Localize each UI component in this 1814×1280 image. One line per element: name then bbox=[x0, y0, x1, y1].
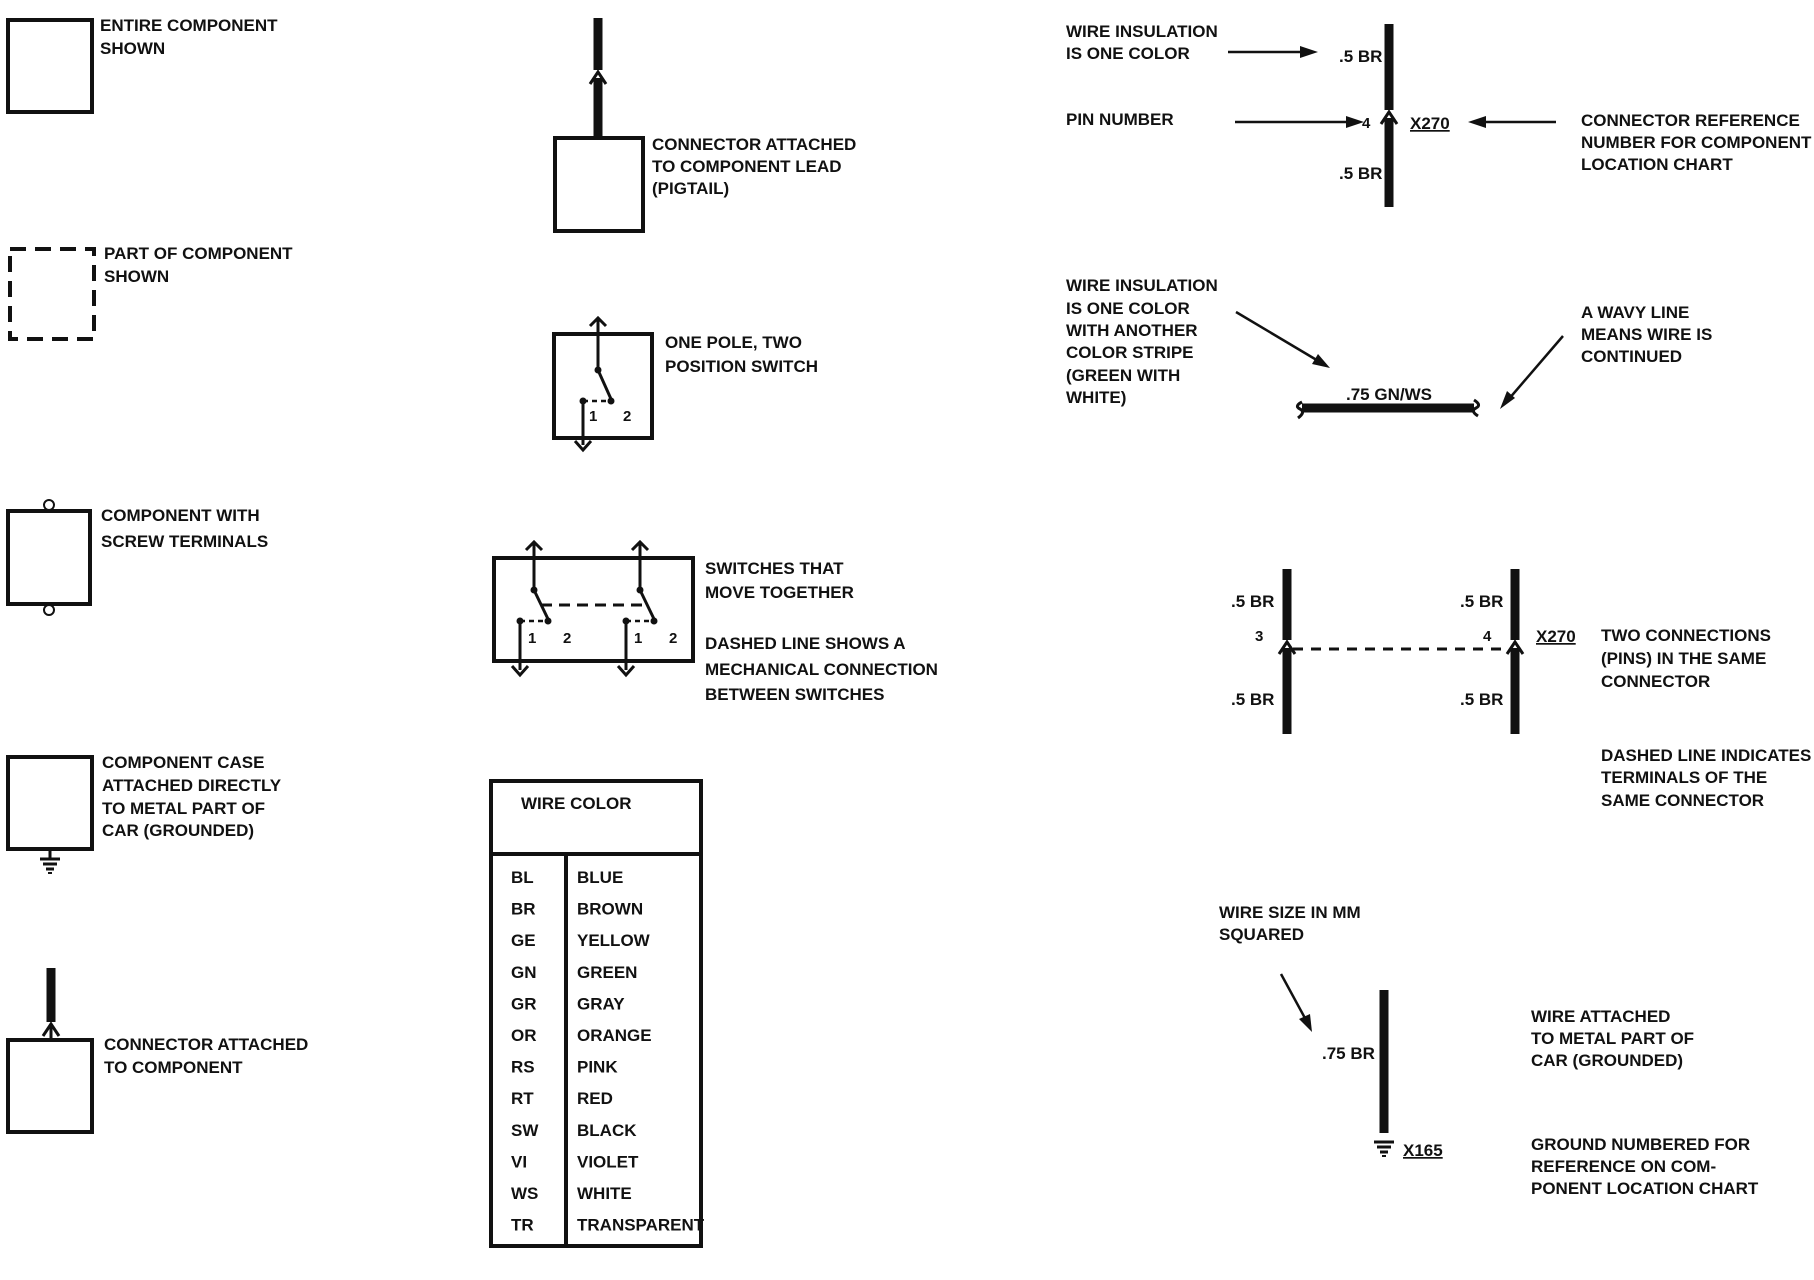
wire-color-code: RT bbox=[511, 1089, 534, 1108]
wire-color-code: VI bbox=[511, 1152, 527, 1171]
screw-terminals-label: COMPONENT WITH SCREW TERMINALS bbox=[101, 506, 268, 551]
insulation-one-color-label: WIRE INSULATION IS ONE COLOR bbox=[1066, 22, 1222, 63]
connector-icon bbox=[616, 665, 636, 678]
pointer-arrows-top bbox=[1228, 46, 1556, 128]
connector-attached-component-symbol bbox=[6, 968, 94, 1134]
switch-blade bbox=[596, 369, 613, 400]
pin-number-label: PIN NUMBER bbox=[1066, 110, 1174, 129]
wire-color-table: WIRE COLOR BL BLUE BR BROWN GE YELLOW GN GREEN G… bbox=[489, 779, 705, 1248]
switch-b-position-2: 2 bbox=[669, 630, 677, 647]
switch-a-position-2: 2 bbox=[563, 630, 571, 647]
switch-b-position-1: 1 bbox=[634, 630, 642, 647]
pigtail-label: CONNECTOR ATTACHED TO COMPONENT LEAD (PI… bbox=[652, 135, 861, 198]
pin-number-4-b: 4 bbox=[1483, 628, 1492, 645]
switches-together-label: SWITCHES THAT MOVE TOGETHER bbox=[705, 559, 854, 602]
wavy-wire-symbol bbox=[1295, 398, 1481, 420]
one-pole-label: ONE POLE, TWO POSITION SWITCH bbox=[665, 333, 818, 376]
entire-component-symbol bbox=[6, 18, 94, 114]
ground-icon bbox=[1374, 1140, 1394, 1157]
wire-spec-gnws: .75 GN/WS bbox=[1346, 385, 1432, 404]
wire-color-name: YELLOW bbox=[577, 931, 651, 950]
switch-a-position-1: 1 bbox=[528, 630, 536, 647]
wire-spec-pin3-bottom: .5 BR bbox=[1231, 690, 1274, 709]
wire-color-name: BROWN bbox=[577, 900, 643, 919]
wire-grounded-label: WIRE ATTACHED TO METAL PART OF CAR (GROU… bbox=[1531, 1007, 1699, 1070]
wire-color-rows: BL BLUE BR BROWN GE YELLOW GN GREEN GR GRAY OR ORAN… bbox=[511, 868, 705, 1235]
grounded-case-component-symbol bbox=[6, 755, 94, 874]
pointer-arrow-wire-size bbox=[1279, 973, 1312, 1032]
wire-color-name: BLACK bbox=[577, 1121, 637, 1140]
wire-color-name: TRANSPARENT bbox=[577, 1216, 705, 1235]
entire-component-label: ENTIRE COMPONENT SHOWN bbox=[100, 16, 282, 58]
connector-icon bbox=[510, 665, 530, 678]
connector-ref-x270-b: X270 bbox=[1536, 627, 1576, 646]
wire-color-name: WHITE bbox=[577, 1184, 632, 1203]
wire-color-code: BL bbox=[511, 868, 534, 887]
connector-icon bbox=[1277, 639, 1297, 655]
wire-color-code: TR bbox=[511, 1216, 534, 1235]
pointer-arrows-middle bbox=[1235, 310, 1564, 409]
wave-icon bbox=[1295, 400, 1305, 420]
part-component-symbol bbox=[8, 247, 96, 341]
dashed-terminals-label: DASHED LINE INDICATES TERMINALS OF THE S… bbox=[1601, 746, 1814, 810]
wire-color-code: OR bbox=[511, 1026, 537, 1045]
connector-reference-label: CONNECTOR REFERENCE NUMBER FOR COMPONENT… bbox=[1581, 111, 1814, 174]
wire-spec-pin3-top: .5 BR bbox=[1231, 592, 1274, 611]
screw-terminal-bottom bbox=[43, 604, 55, 616]
wire-color-name: GRAY bbox=[577, 994, 625, 1013]
two-connections-label: TWO CONNECTIONS (PINS) IN THE SAME CONNE… bbox=[1601, 626, 1776, 691]
wire-color-name: ORANGE bbox=[577, 1026, 652, 1045]
connector-ref-x270: X270 bbox=[1410, 114, 1450, 133]
wire-spec-75br: .75 BR bbox=[1322, 1044, 1375, 1063]
connector-icon bbox=[1379, 109, 1399, 125]
connector-icon bbox=[630, 539, 650, 552]
grounded-wire-symbol bbox=[1374, 990, 1394, 1157]
wire-color-name: GREEN bbox=[577, 963, 637, 982]
wire-color-name: RED bbox=[577, 1089, 613, 1108]
wire-color-name: VIOLET bbox=[577, 1152, 639, 1171]
wire-color-name: PINK bbox=[577, 1058, 618, 1077]
wire-color-code: SW bbox=[511, 1121, 539, 1140]
switch-position-2: 2 bbox=[623, 408, 631, 425]
screw-terminal-component-symbol bbox=[6, 499, 92, 616]
ganged-switches-symbol bbox=[492, 539, 695, 678]
wavy-line-label: A WAVY LINE MEANS WIRE IS CONTINUED bbox=[1581, 303, 1717, 366]
wire-spec-pin4-bottom: .5 BR bbox=[1460, 690, 1503, 709]
wire-color-code: GN bbox=[511, 963, 537, 982]
pin-number-3: 3 bbox=[1255, 628, 1263, 645]
switch-position-1: 1 bbox=[589, 408, 597, 425]
ground-icon bbox=[40, 857, 60, 874]
wire-color-code: GE bbox=[511, 931, 536, 950]
pigtail-connector-symbol bbox=[553, 18, 645, 233]
wire-color-name: BLUE bbox=[577, 868, 623, 887]
wire-color-code: BR bbox=[511, 900, 536, 919]
wire-spec-top: .5 BR bbox=[1339, 47, 1382, 66]
screw-terminal-top bbox=[43, 499, 55, 511]
ground-ref-x165: X165 bbox=[1403, 1141, 1443, 1160]
connector-icon bbox=[588, 315, 608, 328]
wire-size-label: WIRE SIZE IN MM SQUARED bbox=[1219, 903, 1365, 944]
pin-number-4: 4 bbox=[1362, 115, 1371, 132]
wire-spec-pin4-top: .5 BR bbox=[1460, 592, 1503, 611]
connector-icon bbox=[524, 539, 544, 552]
mechanical-connection-label: DASHED LINE SHOWS A MECHANICAL CONNECTIO… bbox=[705, 634, 943, 704]
wire-color-table-title: WIRE COLOR bbox=[521, 794, 632, 813]
ground-numbered-label: GROUND NUMBERED FOR REFERENCE ON COM- PO… bbox=[1531, 1135, 1759, 1198]
part-component-label: PART OF COMPONENT SHOWN bbox=[104, 244, 297, 286]
wire-spec-bottom: .5 BR bbox=[1339, 164, 1382, 183]
connector-attached-label: CONNECTOR ATTACHED TO COMPONENT bbox=[104, 1035, 313, 1077]
wave-icon bbox=[1471, 398, 1481, 418]
grounded-case-label: COMPONENT CASE ATTACHED DIRECTLY TO META… bbox=[102, 753, 286, 840]
wire-color-code: RS bbox=[511, 1058, 535, 1077]
connector-icon bbox=[1505, 639, 1525, 655]
wire-color-code: WS bbox=[511, 1184, 538, 1203]
two-pin-connector-symbol bbox=[1277, 569, 1525, 734]
connector-icon bbox=[573, 440, 593, 453]
wire-color-code: GR bbox=[511, 994, 537, 1013]
connector-x270-symbol bbox=[1379, 24, 1399, 207]
insulation-stripe-label: WIRE INSULATION IS ONE COLOR WITH ANOTHE… bbox=[1066, 276, 1222, 407]
connector-icon bbox=[588, 69, 608, 85]
one-pole-switch-symbol bbox=[552, 315, 654, 453]
